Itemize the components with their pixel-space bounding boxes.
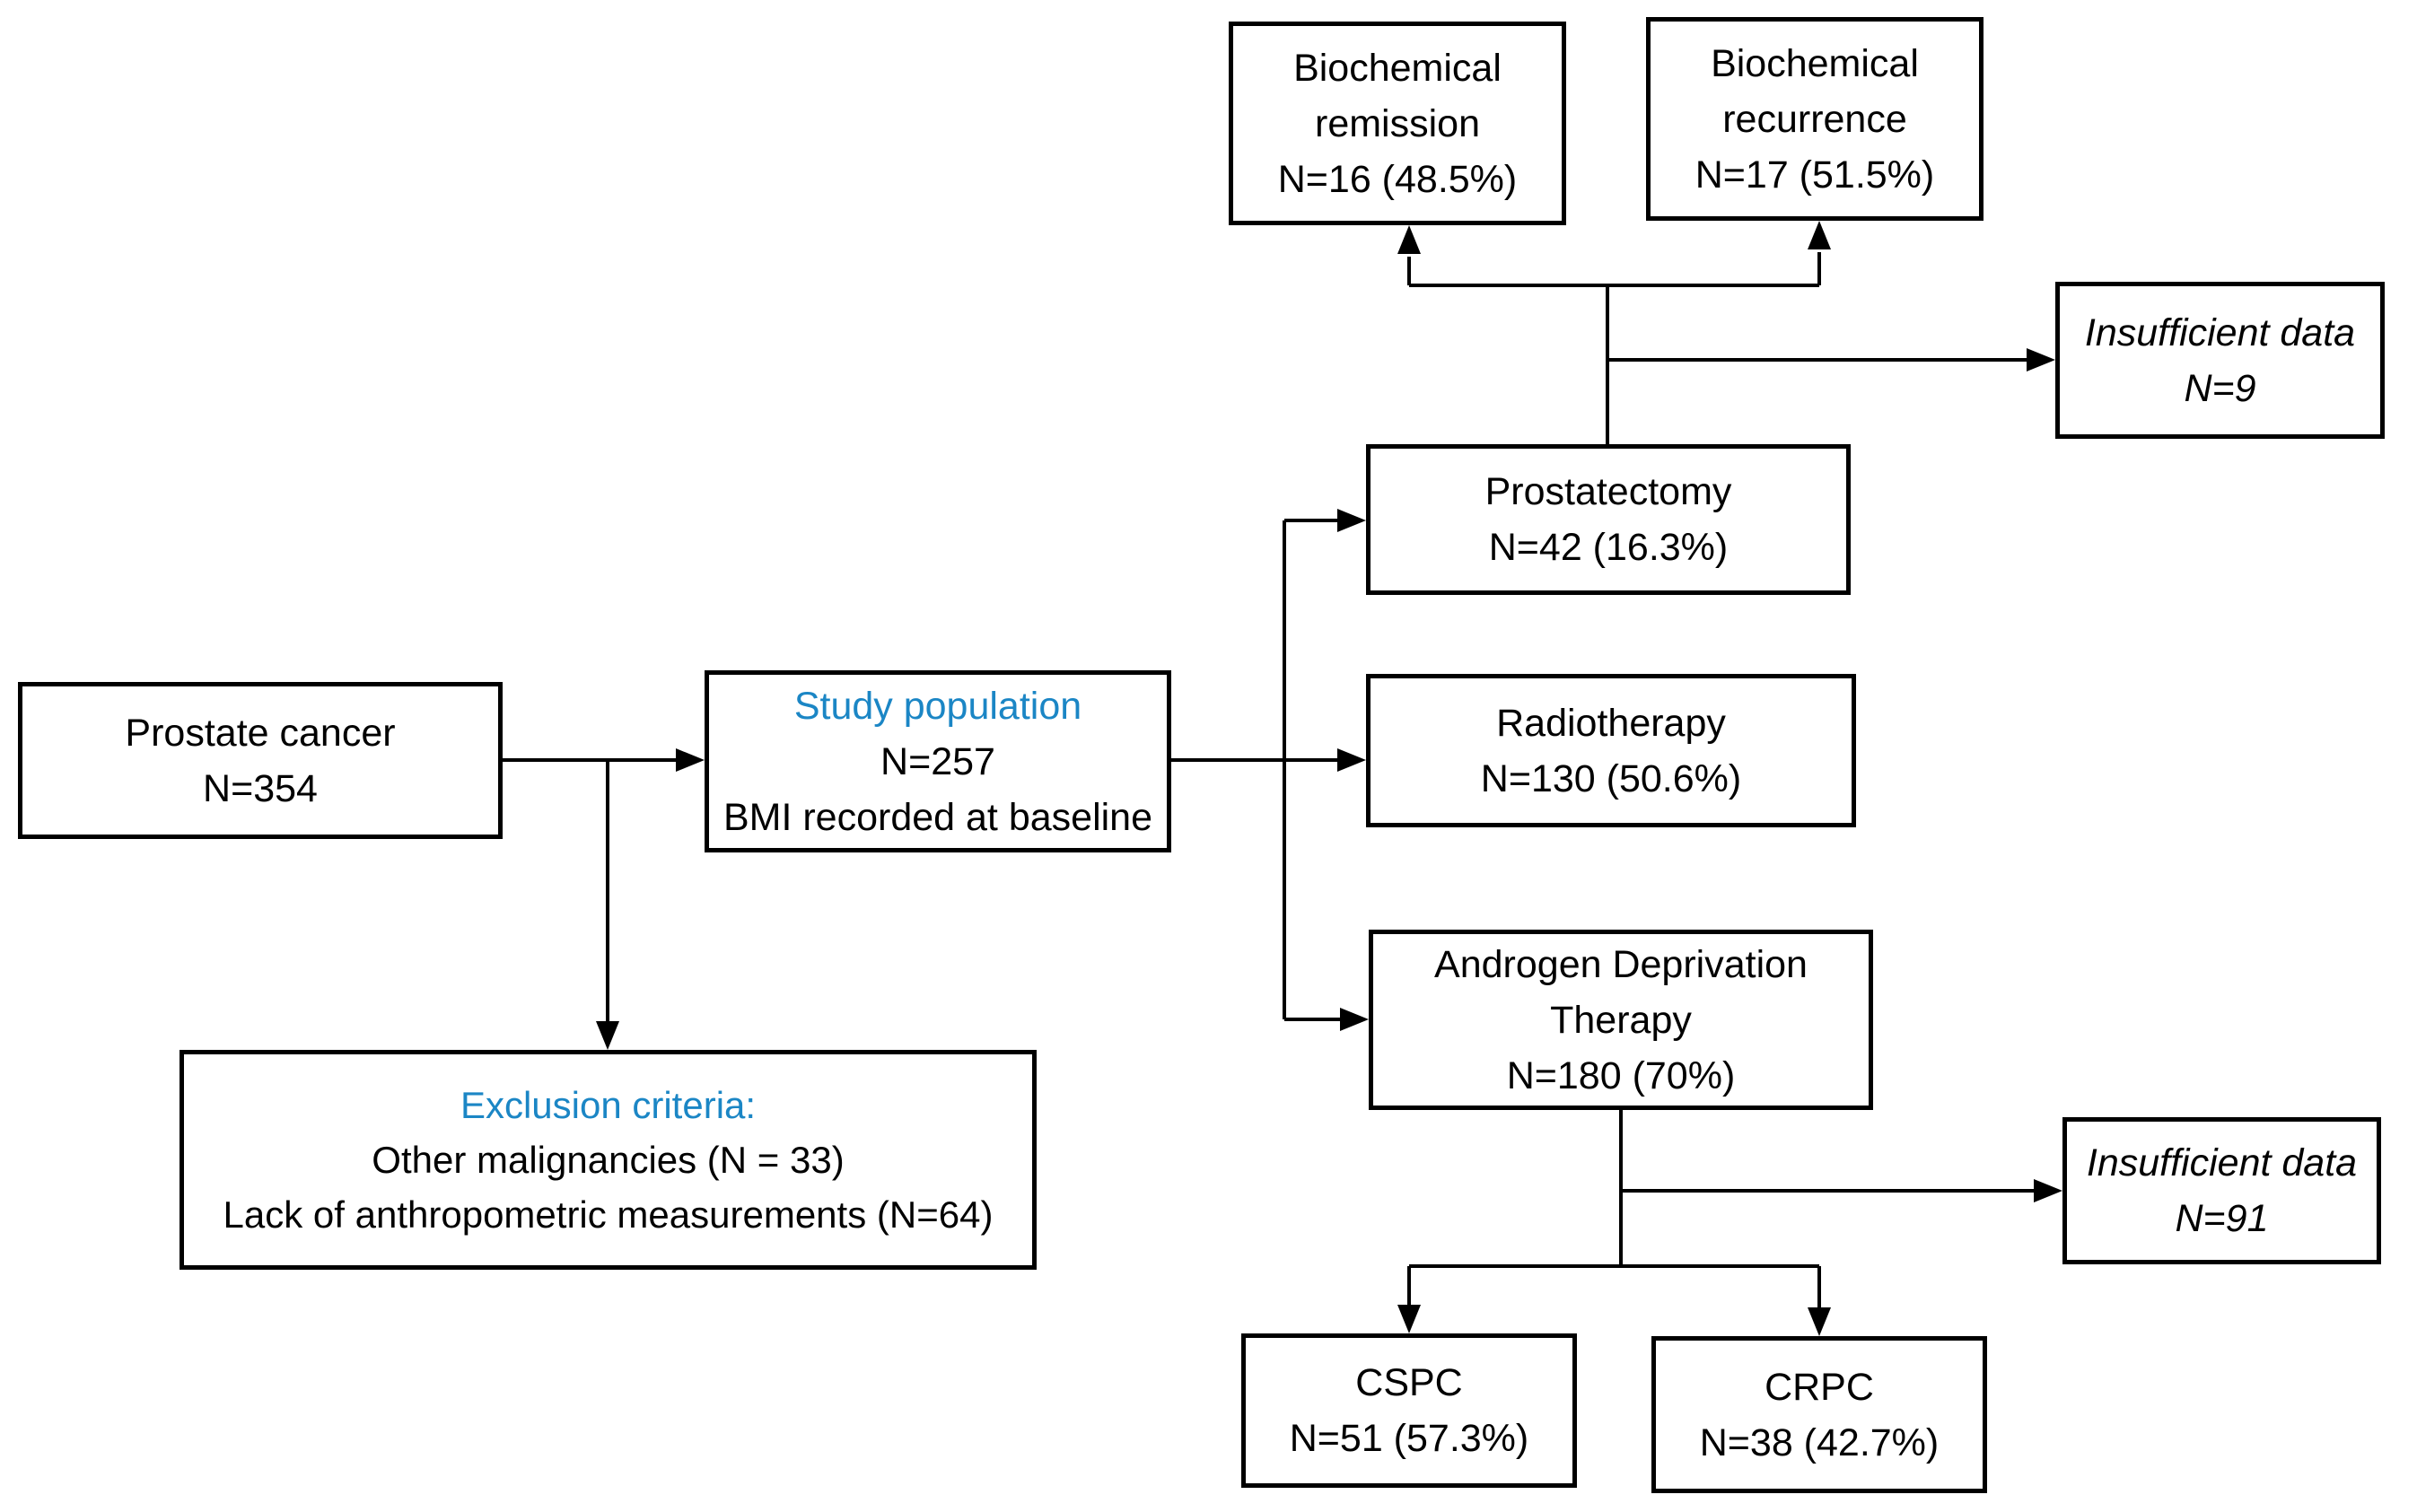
arrowhead bbox=[1340, 1008, 1369, 1031]
node-line: CRPC bbox=[1765, 1365, 1874, 1409]
node-line: Insufficient data bbox=[2084, 310, 2356, 354]
node-line: N=42 (16.3%) bbox=[1488, 526, 1729, 569]
node-line: N=51 (57.3%) bbox=[1289, 1417, 1529, 1460]
node-line: remission bbox=[1315, 101, 1480, 145]
node-line: N=17 (51.5%) bbox=[1695, 153, 1935, 197]
node-line: Lack of anthropometric measurements (N=6… bbox=[223, 1193, 994, 1236]
node-line: Other malignancies (N = 33) bbox=[372, 1139, 845, 1181]
arrowhead bbox=[2027, 348, 2055, 371]
node-prostatectomy: Prostatectomy N=42 (16.3%) bbox=[1366, 444, 1851, 595]
node-line: N=9 bbox=[2184, 366, 2256, 410]
node-biochemical-recurrence: Biochemical recurrence N=17 (51.5%) bbox=[1646, 17, 1984, 221]
arrowhead bbox=[1808, 1307, 1831, 1336]
node-line: Therapy bbox=[1550, 998, 1692, 1042]
node-line: Prostatectomy bbox=[1484, 470, 1732, 513]
node-line: BMI recorded at baseline bbox=[722, 795, 1153, 839]
node-line: N=180 (70%) bbox=[1506, 1053, 1736, 1097]
node-line: N=257 bbox=[880, 739, 995, 783]
node-prostate-cancer: Prostate cancer N=354 bbox=[18, 682, 503, 839]
arrowhead bbox=[1337, 748, 1366, 772]
node-insufficient-data-bottom: Insufficient data N=91 bbox=[2062, 1117, 2381, 1264]
node-radiotherapy: Radiotherapy N=130 (50.6%) bbox=[1366, 674, 1856, 827]
arrowhead bbox=[2034, 1179, 2062, 1202]
arrowhead bbox=[676, 748, 705, 772]
node-crpc: CRPC N=38 (42.7%) bbox=[1651, 1336, 1987, 1493]
node-cspc: CSPC N=51 (57.3%) bbox=[1241, 1333, 1577, 1488]
node-line: recurrence bbox=[1722, 97, 1907, 141]
node-line: Insufficient data bbox=[2086, 1141, 2358, 1184]
arrowhead bbox=[596, 1021, 619, 1050]
node-line: Biochemical bbox=[1293, 46, 1502, 90]
node-line: N=16 (48.5%) bbox=[1277, 157, 1518, 201]
arrowhead bbox=[1337, 509, 1366, 532]
node-line: Study population bbox=[793, 684, 1082, 728]
node-line: CSPC bbox=[1355, 1361, 1463, 1404]
node-line: Radiotherapy bbox=[1496, 701, 1726, 745]
node-line: N=38 (42.7%) bbox=[1699, 1420, 1940, 1464]
arrowhead bbox=[1397, 1305, 1421, 1333]
connector-path bbox=[503, 252, 2036, 1310]
node-line: N=91 bbox=[2175, 1197, 2269, 1240]
node-exclusion-criteria: Exclusion criteria: Other malignancies (… bbox=[180, 1050, 1037, 1270]
node-line: Exclusion criteria: bbox=[460, 1084, 757, 1126]
node-line: N=354 bbox=[203, 766, 318, 810]
node-line: Prostate cancer bbox=[125, 711, 396, 755]
node-line: Androgen Deprivation bbox=[1434, 942, 1808, 986]
node-insufficient-data-top: Insufficient data N=9 bbox=[2055, 282, 2385, 439]
arrowhead bbox=[1808, 221, 1831, 249]
arrowhead bbox=[1397, 225, 1421, 254]
node-androgen-deprivation-therapy: Androgen Deprivation Therapy N=180 (70%) bbox=[1369, 930, 1873, 1110]
node-line: N=130 (50.6%) bbox=[1480, 756, 1742, 800]
node-study-population: Study population N=257 BMI recorded at b… bbox=[705, 670, 1171, 852]
node-biochemical-remission: Biochemical remission N=16 (48.5%) bbox=[1229, 22, 1566, 225]
node-line: Biochemical bbox=[1711, 41, 1919, 85]
